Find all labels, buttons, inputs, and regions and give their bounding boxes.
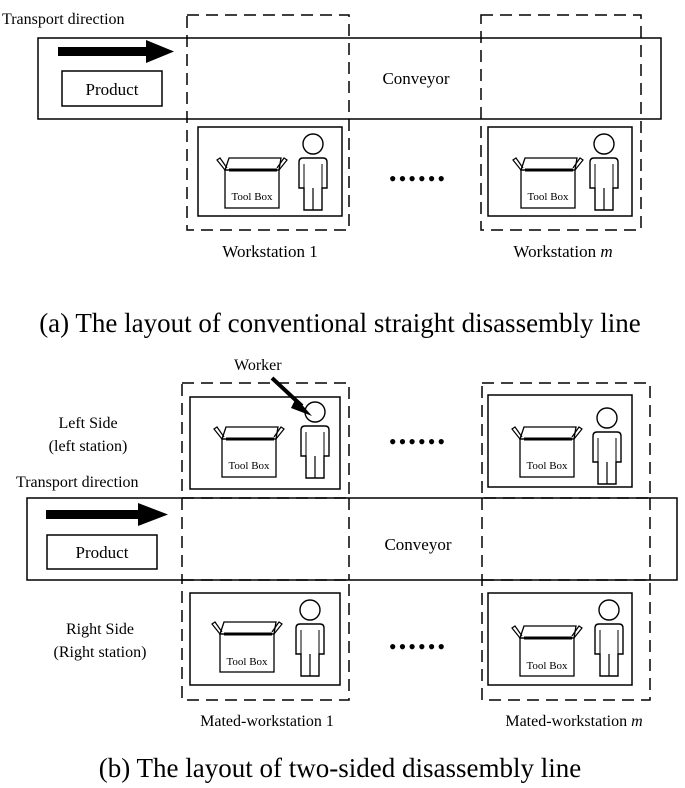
right-station-1-area	[189, 592, 341, 686]
worker-icon	[295, 599, 325, 677]
product-label-a: Product	[86, 80, 139, 99]
toolbox-label: Tool Box	[228, 460, 270, 472]
workstation-m-boundary	[480, 14, 642, 231]
worker-icon	[300, 401, 330, 479]
workstation-m-area	[487, 126, 633, 217]
product-box-b	[46, 534, 158, 570]
right-station-label: (Right station)	[54, 644, 147, 661]
mated-workstation-m-label: Mated-workstation m	[505, 713, 642, 730]
workstation-1-boundary	[186, 14, 350, 231]
ellipsis-b-lower: ••••••	[389, 634, 447, 659]
toolbox-label: Tool Box	[526, 660, 568, 672]
toolbox-label: Tool Box	[226, 656, 268, 668]
toolbox-label: Tool Box	[231, 191, 273, 203]
right-station-m-boundary	[481, 579, 651, 701]
right-station-m-area	[487, 592, 633, 686]
workstation-1-label: Workstation 1	[222, 242, 317, 261]
product-box-a	[61, 70, 163, 107]
worker-icon	[594, 599, 624, 677]
caption-a: (a) The layout of conventional straight …	[39, 308, 641, 338]
part-a-straight-line: Transport direction Product Conveyor Too…	[2, 11, 662, 338]
transport-direction-label-a: Transport direction	[2, 11, 125, 28]
worker-icon	[592, 407, 622, 485]
transport-arrow-a	[58, 40, 174, 63]
workstation-m-label: Workstation m	[513, 242, 612, 261]
ellipsis-a: ••••••	[389, 166, 447, 191]
toolbox-label: Tool Box	[526, 460, 568, 472]
worker-label: Worker	[234, 357, 282, 374]
transport-arrow-b	[46, 503, 168, 526]
left-station-label: (left station)	[49, 438, 128, 455]
conveyor-b	[26, 497, 678, 581]
workstation-1-area	[197, 126, 343, 217]
worker-icon	[589, 133, 619, 211]
conveyor-label-b: Conveyor	[384, 535, 451, 554]
worker-icon	[298, 133, 328, 211]
left-side-label: Left Side	[58, 415, 117, 432]
product-label-b: Product	[76, 543, 129, 562]
mated-workstation-1-label: Mated-workstation 1	[200, 713, 334, 730]
part-b-two-sided-line: Worker Left Side (left station) Transpor…	[16, 357, 678, 783]
right-station-1-boundary	[181, 579, 350, 701]
caption-b: (b) The layout of two-sided disassembly …	[99, 753, 581, 783]
right-side-label: Right Side	[66, 621, 134, 638]
left-station-1-area	[189, 396, 341, 490]
conveyor-label-a: Conveyor	[382, 69, 449, 88]
transport-direction-label-b: Transport direction	[16, 474, 139, 491]
toolbox-label: Tool Box	[527, 191, 569, 203]
ellipsis-b-upper: ••••••	[389, 429, 447, 454]
left-station-m-area	[487, 394, 633, 488]
